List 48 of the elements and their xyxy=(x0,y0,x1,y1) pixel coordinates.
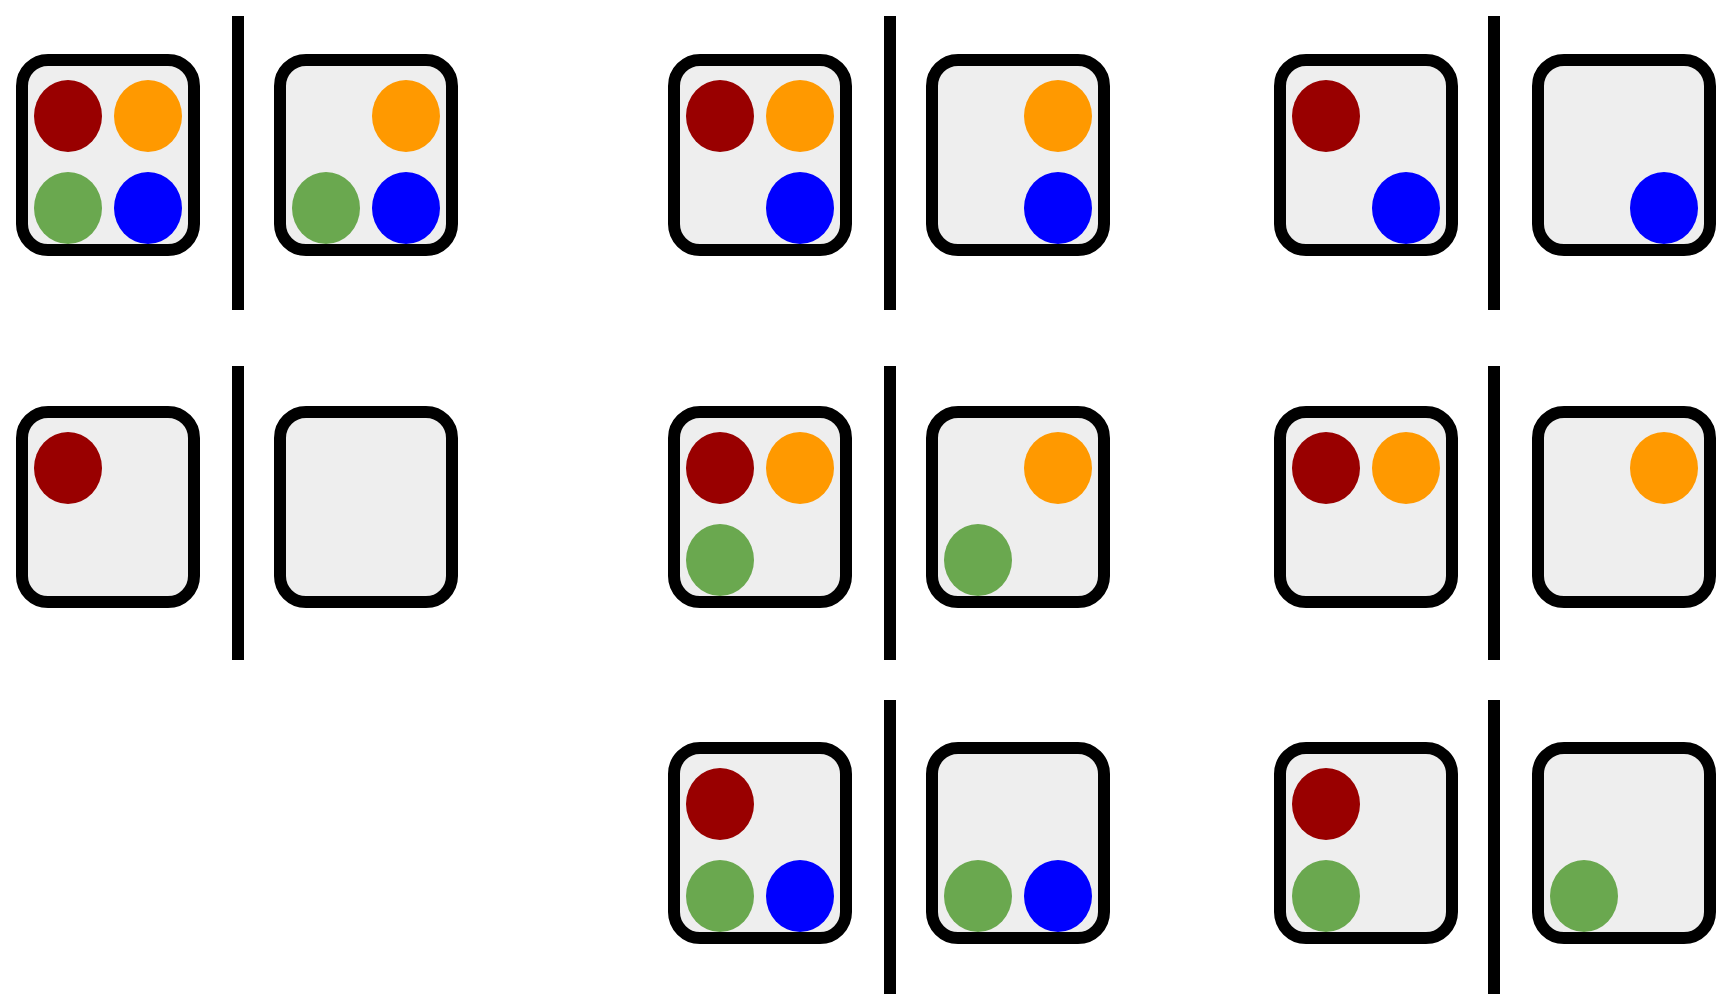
rounded-square xyxy=(926,54,1110,256)
circle-dot xyxy=(686,80,754,152)
rounded-square xyxy=(926,406,1110,608)
rounded-square xyxy=(16,54,200,256)
circle-dot xyxy=(114,172,182,244)
rounded-square xyxy=(668,742,852,944)
circle-dot xyxy=(372,80,440,152)
rounded-square xyxy=(1274,54,1458,256)
circle-dot xyxy=(1024,80,1092,152)
circle-dot xyxy=(1372,432,1440,504)
circle-dot xyxy=(686,524,754,596)
circle-dot xyxy=(686,768,754,840)
circle-dot xyxy=(686,432,754,504)
rounded-square xyxy=(274,54,458,256)
circle-dot xyxy=(1024,860,1092,932)
circle-dot xyxy=(766,860,834,932)
rounded-square xyxy=(1274,406,1458,608)
circle-dot xyxy=(1292,80,1360,152)
rounded-square xyxy=(668,406,852,608)
rounded-square xyxy=(1532,54,1716,256)
circle-dot xyxy=(1292,860,1360,932)
circle-dot xyxy=(1550,860,1618,932)
circle-dot xyxy=(1630,432,1698,504)
rounded-square xyxy=(1274,742,1458,944)
circle-dot xyxy=(1630,172,1698,244)
circle-dot xyxy=(1292,432,1360,504)
circle-dot xyxy=(1024,432,1092,504)
circle-dot xyxy=(766,172,834,244)
circle-dot xyxy=(1024,172,1092,244)
circle-dot xyxy=(944,860,1012,932)
circle-dot xyxy=(1372,172,1440,244)
circle-dot xyxy=(766,432,834,504)
circle-dot xyxy=(686,860,754,932)
rounded-square xyxy=(1532,742,1716,944)
rounded-square xyxy=(926,742,1110,944)
circle-dot xyxy=(34,80,102,152)
circle-dot xyxy=(34,432,102,504)
circle-dot xyxy=(766,80,834,152)
rounded-square xyxy=(1532,406,1716,608)
circle-dot xyxy=(292,172,360,244)
rounded-square xyxy=(668,54,852,256)
circle-dot xyxy=(944,524,1012,596)
circle-dot xyxy=(372,172,440,244)
rounded-square xyxy=(274,406,458,608)
circle-dot xyxy=(34,172,102,244)
circle-dot xyxy=(114,80,182,152)
circle-dot xyxy=(1292,768,1360,840)
rounded-square xyxy=(16,406,200,608)
